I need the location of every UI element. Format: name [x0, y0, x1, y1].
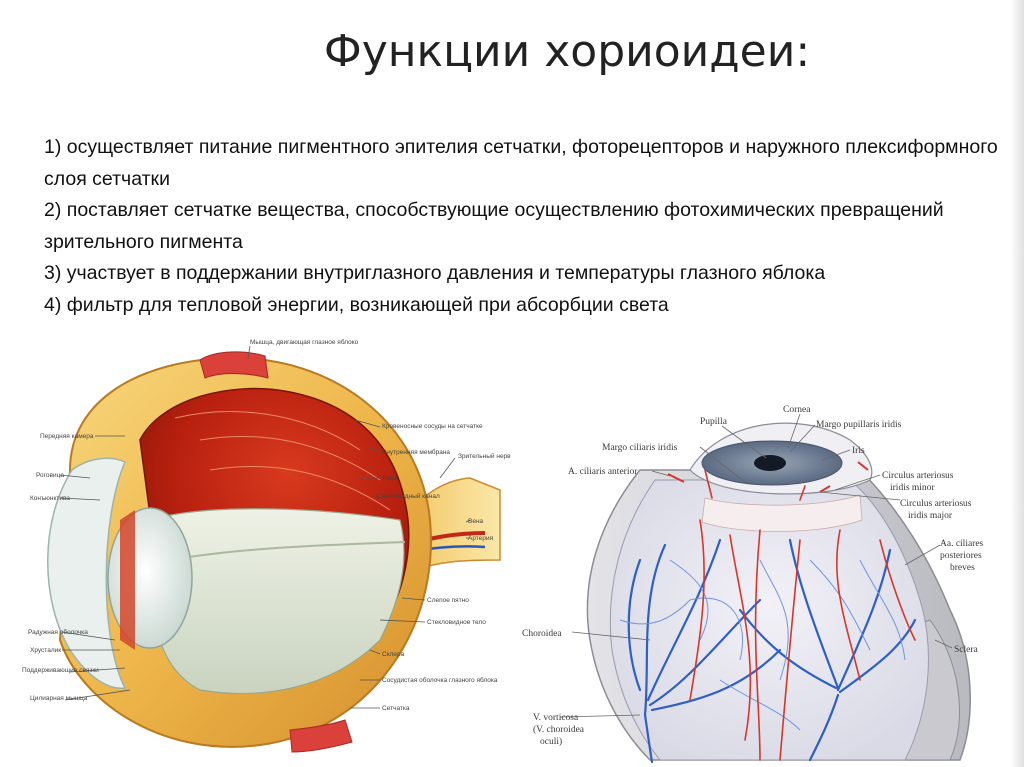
label-retina: Сетчатка	[382, 705, 410, 712]
cornea-and-lens	[47, 457, 193, 689]
label-aa-ciliares-3: breves	[950, 563, 975, 573]
label-retina-vessels: Кровеносные сосуды на сетчатке	[382, 423, 483, 430]
slide-edge-shadow	[1010, 0, 1024, 767]
label-aa-ciliares-1: Aa. ciliares	[940, 539, 984, 549]
label-anterior-chamber: Передняя камера	[40, 433, 94, 440]
ciliary-arteries	[689, 469, 916, 761]
label-circulus-minor-1: Circulus arteriosus	[882, 471, 954, 481]
anterior-ciliary-arteries	[667, 461, 869, 493]
functions-list: 1) осуществляет питание пигментного эпит…	[44, 132, 1004, 321]
label-suspensory: Поддерживающие связки	[22, 667, 99, 674]
label-lens: Хрусталик	[30, 647, 61, 654]
right-diagram-labels: Pupilla Cornea Margo pupillaris iridis M…	[522, 405, 984, 747]
label-sclera-lat: Sclera	[954, 645, 979, 655]
label-choroidea: Choroidea	[522, 629, 562, 639]
function-item-4: 4) фильтр для тепловой энергии, возникаю…	[44, 293, 669, 316]
label-aa-ciliares-2: posteriores	[940, 551, 982, 561]
label-vitreous-body: Стекловидное тело	[427, 619, 486, 626]
choroid-globe	[609, 479, 929, 761]
label-ciliary: Цилиарная мышца	[30, 695, 88, 702]
label-pupilla: Pupilla	[700, 417, 728, 427]
label-inner-membrane: Внутренняя мембрана	[382, 448, 450, 456]
label-circulus-major-2: iridis major	[908, 511, 953, 521]
function-item-3: 3) участвует в поддержании внутриглазног…	[44, 262, 826, 284]
label-v-vorticosa-1: V. vorticosa	[533, 713, 579, 723]
label-macula: Ямка	[382, 475, 398, 482]
label-sclera: Склера	[382, 651, 405, 658]
label-choroid: Сосудистая оболочка глазного яблока	[382, 676, 498, 684]
label-blind-spot: Слепое пятно	[427, 597, 469, 604]
label-v-vorticosa-2: (V. choroidea	[533, 724, 585, 735]
label-margo-pupillaris: Margo pupillaris iridis	[816, 420, 902, 430]
function-item-1: 1) осуществляет питание пигментного эпит…	[44, 136, 998, 190]
label-circulus-major-1: Circulus arteriosus	[900, 499, 972, 509]
label-margo-ciliaris: Margo ciliaris iridis	[602, 443, 678, 453]
right-diagram-pointers	[559, 413, 953, 718]
left-diagram-pointers	[59, 345, 471, 709]
label-cornea-lat: Cornea	[783, 405, 811, 415]
label-top-muscle: Мышца, двигающая глазное яблоко	[250, 338, 359, 346]
label-iris-lat: Iris	[852, 446, 865, 456]
label-optic-nerve: Зрительный нерв	[458, 452, 511, 460]
label-artery: Артерия	[468, 535, 494, 542]
label-iris: Радужная оболочка	[28, 628, 88, 636]
label-vein: Вена	[468, 518, 484, 525]
label-v-vorticosa-3: oculi)	[540, 736, 562, 747]
function-item-2: 2) поставляет сетчатке вещества, способс…	[44, 199, 944, 253]
label-circulus-minor-2: iridis minor	[890, 483, 935, 493]
label-vitreous-canal: Стекловидный канал	[376, 492, 440, 500]
label-cornea: Роговица	[36, 472, 64, 479]
slide-title: Функции хориоидеи:	[323, 26, 811, 77]
label-a-ciliaris-anterior: A. ciliaris anterior	[568, 467, 638, 477]
label-conjunctiva: Конъюнктива	[30, 495, 70, 502]
vitreous-body	[148, 508, 406, 695]
cornea-iris	[689, 422, 873, 532]
left-diagram-labels: Мышца, двигающая глазное яблоко Кровенос…	[22, 338, 511, 712]
